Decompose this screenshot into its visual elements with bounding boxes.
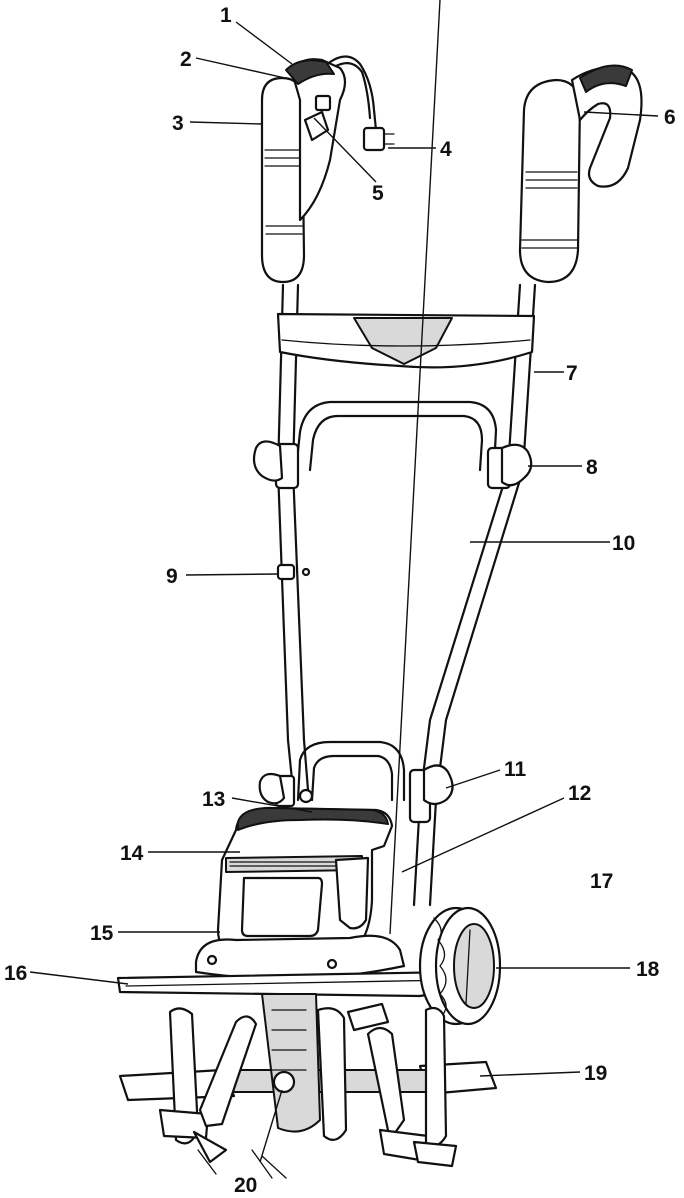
callout-20: 20 bbox=[234, 1174, 257, 1197]
callout-17: 17 bbox=[590, 870, 613, 893]
callout-10: 10 bbox=[612, 532, 635, 555]
knob-right-lower bbox=[408, 764, 454, 824]
callout-14: 14 bbox=[120, 842, 144, 865]
callout-9: 9 bbox=[166, 565, 178, 588]
callout-11: 11 bbox=[504, 758, 527, 781]
callout-8: 8 bbox=[586, 456, 598, 479]
leader-lines bbox=[29, 0, 659, 1163]
callout-16: 16 bbox=[4, 962, 27, 985]
switch-box bbox=[285, 58, 347, 222]
lower-handle-loop bbox=[294, 400, 498, 472]
callout-12: 12 bbox=[568, 782, 591, 805]
callout-15: 15 bbox=[90, 922, 114, 945]
knob-right-upper bbox=[486, 443, 533, 490]
callout-1: 1 bbox=[220, 4, 232, 27]
left-handle-tube bbox=[276, 283, 310, 792]
callout-19: 19 bbox=[584, 1062, 607, 1085]
callout-3: 3 bbox=[172, 112, 184, 135]
knob-left-upper bbox=[252, 440, 300, 490]
right-grip bbox=[518, 64, 643, 284]
tine-assembly bbox=[118, 993, 498, 1179]
knob-left-lower bbox=[258, 772, 314, 808]
callout-6: 6 bbox=[664, 106, 676, 129]
motor-housing bbox=[216, 806, 394, 960]
callout-4: 4 bbox=[440, 138, 452, 161]
callout-2: 2 bbox=[180, 48, 192, 71]
callout-13: 13 bbox=[202, 788, 225, 811]
power-cord-plug bbox=[328, 55, 395, 152]
motor-frame-loop bbox=[296, 740, 406, 802]
housing-base bbox=[194, 934, 406, 980]
right-handle-tube bbox=[412, 283, 537, 907]
upper-crossbar bbox=[276, 312, 536, 369]
left-grip bbox=[260, 76, 306, 284]
callout-7: 7 bbox=[566, 362, 578, 385]
callout-18: 18 bbox=[636, 958, 660, 981]
cord-clip bbox=[276, 563, 311, 581]
transport-wheel bbox=[418, 906, 502, 1026]
callout-numbers: 1 2 3 4 5 6 7 8 9 10 11 12 13 14 15 16 1… bbox=[4, 4, 676, 1197]
callout-5: 5 bbox=[372, 182, 384, 205]
